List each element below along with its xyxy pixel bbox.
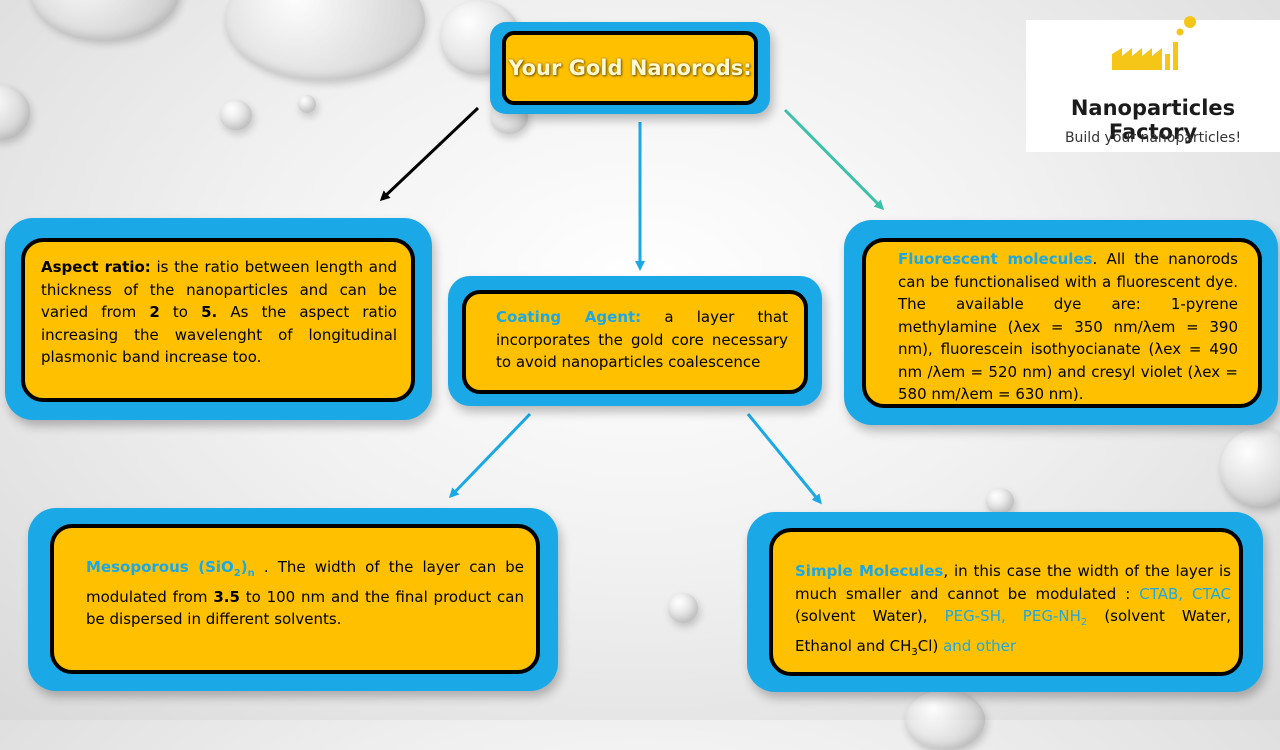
water-drop: [220, 100, 252, 130]
title-box-inner: Your Gold Nanorods:: [502, 31, 758, 105]
water-drop: [1220, 428, 1280, 508]
factory-icon: [1112, 16, 1196, 70]
arrow-to-fluorescent: [783, 108, 885, 211]
coating-agent-text: Coating Agent: a layer that incorporates…: [496, 306, 788, 374]
water-drop: [668, 593, 698, 623]
mesoporous-box: Mesoporous (SiO2)n . The width of the la…: [28, 508, 558, 691]
connector-arrows: [379, 106, 885, 505]
aspect-ratio-max: 5.: [201, 303, 218, 321]
mesoporous-box-inner: Mesoporous (SiO2)n . The width of the la…: [50, 524, 540, 674]
simple-molecules-ctab: CTAB, CTAC: [1139, 584, 1231, 603]
aspect-ratio-label: Aspect ratio:: [41, 258, 151, 276]
aspect-ratio-desc: is the ratio between length and thicknes…: [41, 258, 397, 321]
fluorescent-box: Fluorescent molecules. All the nanorods …: [844, 220, 1278, 425]
simple-molecules-label: Simple Molecules: [795, 562, 944, 580]
title-box: Your Gold Nanorods:: [490, 22, 770, 114]
fluorescent-box-inner: Fluorescent molecules. All the nanorods …: [862, 238, 1262, 408]
simple-molecules-peg-text: PEG-SH, PEG-NH: [944, 607, 1081, 625]
simple-molecules-ch-sub: 3: [911, 646, 918, 658]
simple-molecules-solvent-2: (solvent Water, Ethanol and CH: [795, 607, 1231, 655]
arrow-to-simple-molecules: [746, 413, 822, 505]
simple-molecules-peg: PEG-SH, PEG-NH2: [944, 607, 1088, 628]
mesoporous-sub-n: n: [247, 568, 255, 579]
simple-molecules-cl: Cl): [917, 636, 944, 655]
arrow-to-mesoporous: [448, 412, 532, 499]
coating-agent-label: Coating Agent:: [496, 308, 642, 326]
water-drop: [986, 488, 1014, 514]
mesoporous-min: 3.5: [213, 587, 240, 606]
fluorescent-desc: . All the nanorods can be functionalised…: [898, 250, 1238, 403]
logo-name: Nanoparticles Factory: [1070, 96, 1236, 144]
diagram-title: Your Gold Nanorods:: [508, 56, 752, 80]
simple-molecules-peg-sub: 2: [1080, 617, 1088, 628]
simple-molecules-text: Simple Molecules, in this case the width…: [795, 560, 1231, 664]
simple-molecules-other: and other: [943, 636, 1017, 655]
aspect-ratio-text: Aspect ratio: is the ratio between lengt…: [41, 256, 397, 369]
coating-agent-box-inner: Coating Agent: a layer that incorporates…: [462, 290, 808, 394]
simple-molecules-desc: , in this case the width of the layer is…: [795, 562, 1232, 603]
mesoporous-text: Mesoporous (SiO2)n . The width of the la…: [86, 556, 524, 631]
aspect-ratio-min: 2: [149, 303, 160, 321]
water-drop: [298, 95, 316, 113]
fluorescent-label: Fluorescent molecules: [898, 250, 1093, 268]
aspect-ratio-to: to: [159, 303, 202, 321]
mesoporous-label-part: Mesoporous (SiO: [86, 558, 234, 576]
coating-agent-box: Coating Agent: a layer that incorporates…: [448, 276, 822, 406]
logo: Nanoparticles Factory Build your nanopar…: [1026, 16, 1280, 152]
aspect-ratio-desc-2: As the aspect ratio increasing the wavel…: [41, 303, 397, 366]
mesoporous-close: ): [240, 558, 248, 576]
simple-molecules-box: Simple Molecules, in this case the width…: [747, 512, 1263, 692]
arrow-to-aspect-ratio: [379, 106, 480, 202]
logo-tagline: Build your nanoparticles!: [1064, 130, 1242, 146]
simple-molecules-solvent: (solvent Water),: [795, 607, 945, 625]
mesoporous-desc-2: to 100 nm and the final product can be d…: [86, 587, 524, 629]
simple-molecules-box-inner: Simple Molecules, in this case the width…: [769, 528, 1243, 676]
coating-agent-desc: a layer that incorporates the gold core …: [496, 308, 788, 371]
aspect-ratio-box-inner: Aspect ratio: is the ratio between lengt…: [21, 238, 415, 402]
fluorescent-text: Fluorescent molecules. All the nanorods …: [898, 248, 1238, 404]
aspect-ratio-box: Aspect ratio: is the ratio between lengt…: [5, 218, 432, 420]
mesoporous-desc: . The width of the layer can be modulate…: [86, 558, 524, 606]
mesoporous-sub-2: 2: [233, 568, 241, 579]
mesoporous-label: Mesoporous (SiO2)n: [86, 558, 255, 579]
